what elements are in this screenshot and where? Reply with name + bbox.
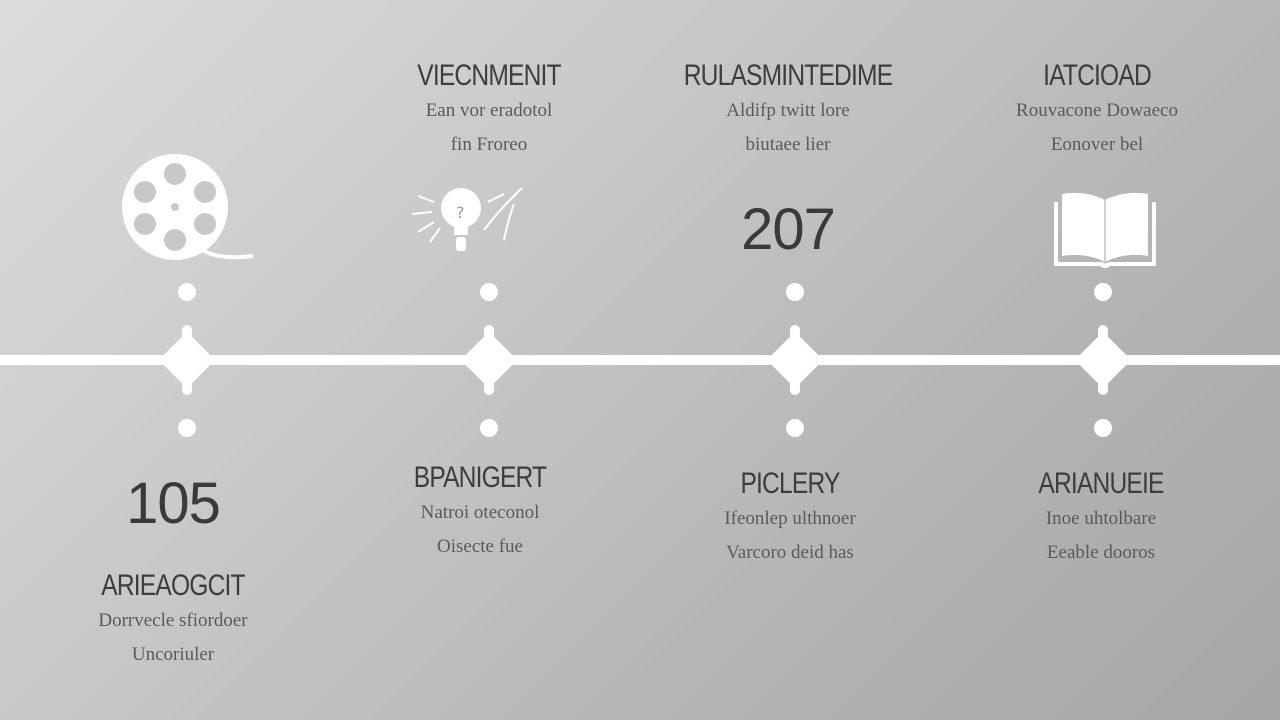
lightbulb-icon: ? [411, 187, 523, 251]
milestone-desc-line: Inoe uhtolbare [1045, 508, 1157, 529]
milestone-bottom-0: ARIEAOGCIT Dorrvecle sfiordoer Uncoriule… [53, 568, 293, 672]
milestone-number: 105 [126, 471, 221, 536]
milestone-bottom-3: ARIANUEIE Inoe uhtolbare Eeable dooros [981, 466, 1221, 570]
milestone-title: VIECNMENIT [417, 59, 561, 92]
milestone-desc-line: Oisecte fue [437, 536, 523, 557]
svg-text:?: ? [456, 203, 465, 222]
milestone-desc-line: Ean vor eradotol [425, 100, 553, 121]
milestone-desc-line: Rouvacone Dowaeco [1016, 100, 1178, 121]
milestone-desc-line: Varcoro deid has [726, 542, 854, 563]
open-book-icon [1054, 192, 1156, 268]
milestone-title: ARIEAOGCIT [101, 569, 245, 602]
milestone-title: IATCIOAD [1043, 59, 1152, 92]
milestone-desc-line: Aldifp twitt lore [726, 100, 850, 121]
timeline-dot [1094, 419, 1112, 437]
milestone-number: 207 [741, 197, 836, 262]
milestone-desc-line: fin Froreo [450, 134, 528, 155]
timeline-dot [786, 419, 804, 437]
milestone-title: ARIANUEIE [1038, 467, 1164, 500]
milestone-top-1: VIECNMENIT Ean vor eradotol fin Froreo [369, 58, 609, 162]
film-reel-icon [122, 154, 254, 260]
timeline-dot [1094, 283, 1112, 301]
timeline-dot [178, 419, 196, 437]
milestone-title: BPANIGERT [413, 461, 547, 494]
timeline-dot [178, 283, 196, 301]
milestone-desc-line: Dorrvecle sfiordoer [98, 610, 248, 631]
milestone-desc-line: Natroi oteconol [420, 502, 540, 523]
milestone-desc-line: Ifeonlep ulthnoer [724, 508, 856, 529]
milestone-desc-line: Eeable dooros [1046, 542, 1156, 563]
milestone-desc-line: Eonover bel [1050, 134, 1144, 155]
milestone-top-2: RULASMINTEDIME Aldifp twitt lore biutaee… [638, 58, 938, 162]
milestone-title: PICLERY [740, 467, 840, 500]
timeline-line [0, 355, 1280, 365]
timeline-dot [480, 419, 498, 437]
milestone-desc-line: Uncoriuler [131, 644, 215, 665]
milestone-top-3: IATCIOAD Rouvacone Dowaeco Eonover bel [977, 58, 1217, 162]
milestone-bottom-2: PICLERY Ifeonlep ulthnoer Varcoro deid h… [670, 466, 910, 570]
timeline-dot [786, 283, 804, 301]
timeline-dot [480, 283, 498, 301]
milestone-desc-line: biutaee lier [745, 134, 831, 155]
milestone-bottom-1: BPANIGERT Natroi oteconol Oisecte fue [360, 460, 600, 564]
milestone-title: RULASMINTEDIME [683, 59, 893, 92]
